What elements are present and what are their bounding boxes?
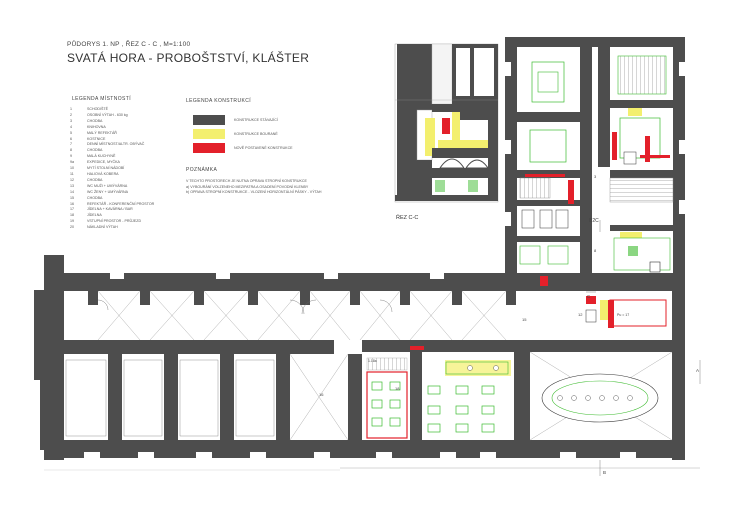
drawing-subtitle: PŮDORYS 1. NP , ŘEZ C - C , M=1:100 [67, 41, 191, 48]
label-b2c: B2C [589, 218, 599, 224]
axis-c-label: C [587, 294, 591, 299]
room-legend-item: 17 JÍDELNA + KAVÁRNA / BAR [70, 207, 154, 213]
room-legend-heading: LEGENDA MÍSTNOSTÍ [72, 96, 132, 102]
swatch-demolished [193, 129, 225, 139]
room-name: REFEKTÁŘ - KONFERENČNÍ PROSTOR [87, 201, 155, 206]
room-name: JÍDELNA + KAVÁRNA / BAR [87, 207, 133, 212]
room-number: 17 [70, 207, 74, 212]
swatch-existing [193, 115, 225, 125]
room-legend-item: 16 REFEKTÁŘ - KONFERENČNÍ PROSTOR [70, 202, 154, 208]
room-number: 14 [70, 189, 74, 194]
axis-a-label: A [696, 368, 699, 373]
room-legend-item: 18 JÍDELNA [70, 213, 154, 219]
room-name: MALÝ REFEKTÁŘ [87, 130, 117, 135]
room-number: 16 [70, 201, 74, 206]
room-legend-item: 11 HALIOVÁ KOBERA [70, 172, 154, 178]
room-number: 11 [70, 171, 74, 176]
room-legend-item: 4 KNIHOVNA [70, 125, 154, 131]
label-lift-area: Pu = 17 [617, 313, 629, 317]
room-legend-item: 13 WC MUŽI + UMÝVÁRNA [70, 184, 154, 190]
room-name: MALÁ KUCHYNĚ [87, 154, 116, 159]
room-name: EXPEDICE, MYČKA [87, 160, 120, 165]
room-name: VSTUPNÍ PROSTOR - PRŮJEZD [87, 219, 142, 224]
room-name: WC MUŽI + UMÝVÁRNA [87, 183, 128, 188]
label-room-8: 8 [594, 248, 597, 253]
label-room-15: 15 [522, 317, 527, 322]
room-name: CHODBA [87, 118, 103, 123]
room-number: 15 [70, 195, 74, 200]
room-legend-item: 8 CHODBA [70, 148, 154, 154]
room-number: 10 [70, 166, 74, 171]
room-number: 13 [70, 183, 74, 188]
room-legend-item: 1 SCHODIŠTĚ [70, 107, 154, 113]
room-name: NÁKLADNÍ VÝTAH [87, 225, 118, 230]
room-legend-item: 20 NÁKLADNÍ VÝTAH [70, 225, 154, 231]
construction-legend-heading: LEGENDA KONSTRUKCÍ [186, 98, 251, 104]
room-name: CHODBA [87, 148, 103, 153]
room-legend-item: 7 DENNÍ MÍSTNOST/ALTR. OBÝVAČ [70, 142, 154, 148]
room-name: HALIOVÁ KOBERA [87, 171, 119, 176]
room-number: 2 [70, 112, 72, 117]
room-legend-item: 9a EXPEDICE, MYČKA [70, 160, 154, 166]
room-legend-item: 9 MALÁ KUCHYNĚ [70, 154, 154, 160]
notes-list: V TECHTO PROSTORECH JE NUTNA OPRAVA STRO… [186, 179, 322, 196]
swatch-new-label: NOVĚ POSTAVENÉ KONSTRUKCE [234, 146, 293, 150]
room-number: 4 [70, 124, 72, 129]
room-legend-item: 3 CHODBA [70, 119, 154, 125]
room-name: JÍDELNA [87, 213, 102, 218]
room-legend-item: 15 CHODBA [70, 196, 154, 202]
section-label: ŘEZ C-C [396, 213, 418, 221]
swatch-new [193, 143, 225, 153]
room-number: 9a [70, 160, 74, 165]
label-room-3: 3 [594, 174, 597, 179]
label-room-18: 18 [395, 386, 400, 391]
note-line: b) OPRAVA STROPNÍ KONSTRUKCE - VLOZENÍ H… [186, 190, 322, 195]
axis-b-label: B [603, 470, 606, 475]
note-line: V TECHTO PROSTORECH JE NUTNA OPRAVA STRO… [186, 179, 307, 183]
room-legend-item: 10 MYTÍ STOLNÍ NÁDOBÍ [70, 166, 154, 172]
room-legend-item: 2 OSOBNÍ VÝTAH - 630 kg [70, 113, 154, 119]
room-number: 1 [70, 107, 72, 111]
section-axis-markers [586, 220, 701, 476]
room-number: 18 [70, 213, 74, 218]
room-number: 6 [70, 136, 72, 141]
main-wing [34, 255, 700, 471]
room-name: OSOBNÍ VÝTAH - 630 kg [87, 112, 128, 117]
room-name: WC ŽENY + UMÝVÁRNA [87, 189, 128, 194]
drawing-title: SVATÁ HORA - PROBOŠTSTVÍ, KLÁŠTER [67, 51, 310, 65]
room-name: CHODBA [87, 177, 103, 182]
room-number: 20 [70, 225, 74, 230]
room-legend-item: 19 VSTUPNÍ PROSTOR - PRŮJEZD [70, 219, 154, 225]
room-name: SCHODIŠTĚ [87, 107, 108, 111]
label-room-16: 16 [319, 392, 324, 397]
room-number: 9 [70, 154, 72, 159]
room-name: KNIHOVNA [87, 124, 106, 129]
room-number: 8 [70, 148, 72, 153]
north-wing [505, 37, 685, 294]
notes-heading: POZNÁMKA [186, 167, 218, 173]
room-legend-item: 14 WC ŽENY + UMÝVÁRNA [70, 190, 154, 196]
swatch-existing-label: KONSTRUKCE STÁVAJÍCÍ [234, 118, 278, 122]
room-number: 3 [70, 118, 72, 123]
room-legend-item: 12 CHODBA [70, 178, 154, 184]
room-name: CHODBA [87, 195, 103, 200]
room-name: MYTÍ STOLNÍ NÁDOBÍ [87, 166, 125, 171]
room-number: 5 [70, 130, 72, 135]
label-room-12: 12 [578, 312, 583, 317]
label-stair: 1.18a [368, 359, 377, 363]
note-line: a) VYBOURÁNÍ VOLZENEHO MEZIPATRA A OSADE… [186, 184, 309, 189]
room-legend-item: 6 KOSTNICE [70, 137, 154, 143]
section-c-c [394, 43, 499, 203]
swatch-demolished-label: KONSTRUKCE BOURANÉ [234, 132, 278, 136]
room-name: KOSTNICE [87, 136, 106, 141]
room-number: 12 [70, 177, 74, 182]
room-name: DENNÍ MÍSTNOST/ALTR. OBÝVAČ [87, 142, 145, 147]
room-legend-item: 5 MALÝ REFEKTÁŘ [70, 131, 154, 137]
room-number: 7 [70, 142, 72, 147]
room-number: 19 [70, 219, 74, 224]
